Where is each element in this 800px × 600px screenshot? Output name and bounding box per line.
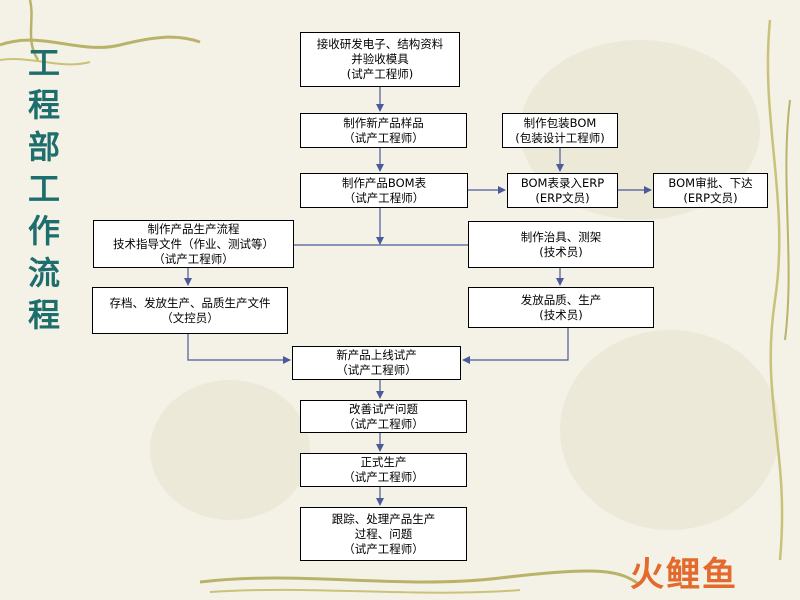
step-line: 技术指导文件（作业、测试等） [113,236,274,251]
step-line: 改善试产问题 [349,401,418,416]
step-line: 新产品上线试产 [336,348,417,362]
step-line: 跟踪、处理产品生产 [331,511,436,526]
step-line: （文控员） [161,310,219,325]
step-line: （试产工程师） [343,541,424,556]
step-process-documents: 制作产品生产流程 技术指导文件（作业、测试等） （试产工程师） [93,220,294,268]
background-leaf [150,380,310,520]
logo-mark: 火鲤鱼 [630,555,738,595]
step-line: （试产工程师） [343,190,425,205]
step-line: 发放品质、生产 [520,292,602,307]
step-line: （试产工程师） [343,130,424,145]
step-bom-erp-entry: BOM表录入ERP (ERP文员) [507,173,618,208]
step-line: （试产工程师） [153,251,234,266]
step-line: (试产工程师) [346,67,414,81]
step-line: 制作产品BOM表 [341,175,427,190]
step-trial-production: 新产品上线试产 （试产工程师） [292,346,461,380]
page-title: 工程部工作流程 [27,44,60,334]
step-line: (技术员) [539,307,583,322]
step-line: 过程、问题 [354,526,413,541]
step-make-fixtures: 制作治具、测架 (技术员) [468,221,654,268]
step-archive-distribute: 存档、发放生产、品质生产文件 （文控员） [92,287,288,334]
step-line: （试产工程师） [336,363,417,377]
step-receive-materials: 接收研发电子、结构资料 并验收模具 (试产工程师) [300,32,460,87]
step-line: 制作包装BOM [523,115,597,130]
step-line: BOM表录入ERP [520,175,605,190]
step-line: (包装设计工程师) [515,130,605,145]
step-formal-production: 正式生产 （试产工程师） [300,453,467,487]
logo-text: 火鲤鱼 [630,555,738,595]
step-improve-trial-issues: 改善试产问题 （试产工程师） [300,400,467,433]
step-line: (ERP文员) [535,190,590,205]
step-packaging-bom: 制作包装BOM (包装设计工程师) [502,113,618,148]
step-issue-quality-production: 发放品质、生产 (技术员) [468,287,654,328]
step-line: 存档、发放生产、品质生产文件 [109,295,271,310]
step-line: 制作新产品样品 [343,115,424,130]
step-line: 正式生产 [360,455,407,469]
step-line: （试产工程师） [343,416,424,431]
step-line: 并验收模具 [351,52,409,66]
step-line: 制作产品生产流程 [147,221,240,236]
step-bom-approval: BOM审批、下达 (ERP文员) [653,173,768,208]
step-line: 制作治具、测架 [520,229,602,244]
background-leaf [560,330,780,530]
step-make-sample: 制作新产品样品 （试产工程师） [300,113,467,148]
step-line: BOM审批、下达 [668,175,753,190]
step-line: 接收研发电子、结构资料 [316,37,444,51]
step-product-bom: 制作产品BOM表 （试产工程师） [300,173,468,208]
step-line: （试产工程师） [343,470,424,484]
step-line: (技术员) [539,244,583,259]
step-line: (ERP文员) [683,190,738,205]
step-track-production: 跟踪、处理产品生产 过程、问题 （试产工程师） [300,507,467,561]
